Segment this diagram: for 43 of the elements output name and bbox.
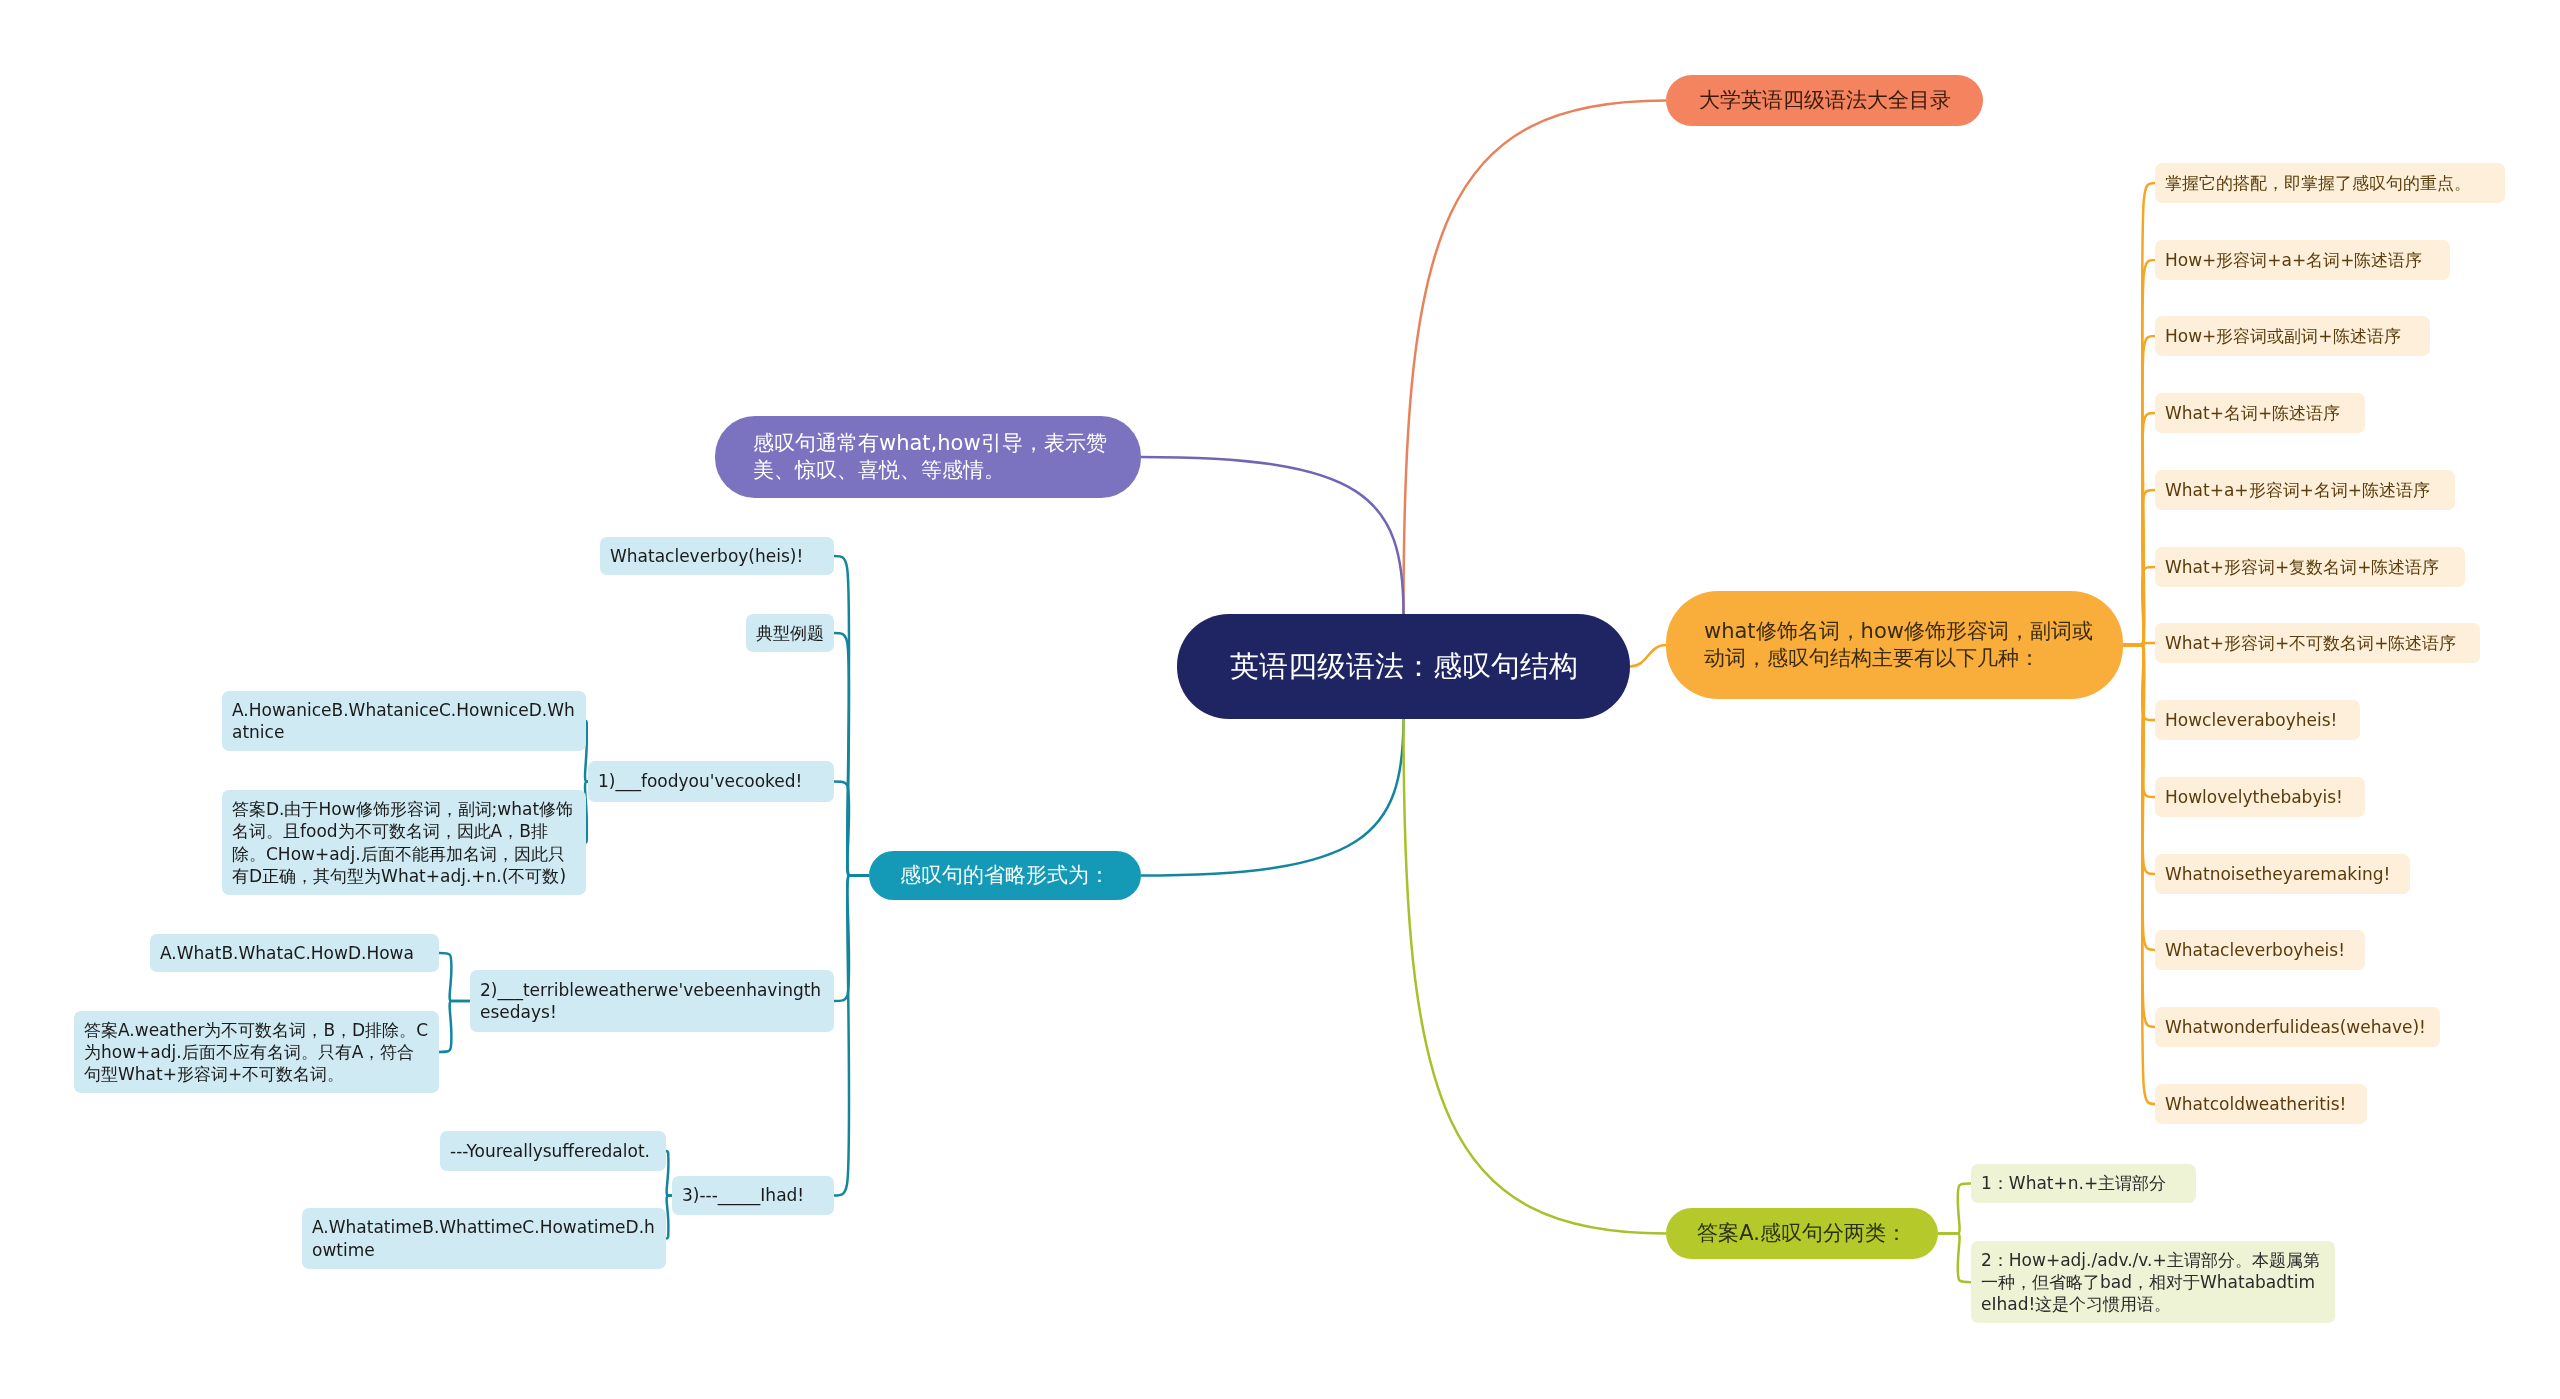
connector-line: [1141, 455, 1405, 615]
subtopic-box: Howlovelythebabyis!: [2155, 777, 2365, 817]
subtopic-box: 典型例题: [746, 614, 834, 652]
topic-pill: 答案A.感叹句分两类：: [1666, 1208, 1938, 1259]
subtopic-box: Whatacleverboy(heis)!: [600, 537, 834, 575]
connector-line: [583, 720, 589, 783]
subtopic-box: ---Youreallysufferedalot.: [440, 1131, 666, 1171]
subtopic-box: Whatnoisetheyaremaking!: [2155, 854, 2410, 894]
connector-line: [665, 1150, 672, 1197]
root-topic: 英语四级语法：感叹句结构: [1177, 614, 1630, 719]
connector-line: [665, 1194, 672, 1240]
connector-line: [1938, 1232, 1971, 1284]
subtopic-box: 答案A.weather为不可数名词，B，D排除。C为how+adj.后面不应有名词。只有A，符合句型What+形容词+不可数名词。: [74, 1011, 439, 1093]
subtopic-box: What+形容词+复数名词+陈述语序: [2155, 547, 2465, 587]
subtopic-box: A.HowaniceB.WhataniceC.HowniceD.Whatnice: [222, 691, 586, 751]
subtopic-box: Whatwonderfulideas(wehave)!: [2155, 1007, 2440, 1047]
subtopic-box: How+形容词或副词+陈述语序: [2155, 316, 2430, 356]
subtopic-box: 3)---_____Ihad!: [672, 1176, 834, 1215]
subtopic-box: What+名词+陈述语序: [2155, 393, 2365, 433]
connector-line: [2123, 643, 2156, 1106]
subtopic-box: 1)___foodyou'vecooked!: [588, 761, 834, 802]
topic-pill: 感叹句的省略形式为：: [869, 851, 1141, 900]
subtopic-box: A.WhatatimeB.WhattimeC.HowatimeD.howtime: [302, 1208, 666, 1269]
subtopic-box: What+形容词+不可数名词+陈述语序: [2155, 623, 2480, 663]
subtopic-box: 2：How+adj./adv./v.+主谓部分。本题属第一种，但省略了bad，相对于WhatabadtimeIhad!这是个习惯用语。: [1971, 1241, 2335, 1324]
topic-pill: 感叹句通常有what,how引导，表示赞美、惊叹、喜悦、等感情。: [715, 416, 1141, 498]
topic-pill: what修饰名词，how修饰形容词，副词或动词，感叹句结构主要有以下几种：: [1666, 591, 2123, 699]
subtopic-box: 掌握它的搭配，即掌握了感叹句的重点。: [2155, 163, 2505, 203]
subtopic-box: 1：What+n.+主谓部分: [1971, 1164, 2196, 1203]
subtopic-box: 答案D.由于How修饰形容词，副词;what修饰名词。且food为不可数名词，因此A，B排除。CHow+adj.后面不能再加名词，因此只有D正确，其句型为What+adj.+n.(不可数): [222, 790, 586, 895]
connector-line: [583, 780, 589, 843]
subtopic-box: What+a+形容词+名词+陈述语序: [2155, 470, 2455, 510]
connector-line: [439, 999, 470, 1054]
connector-line: [833, 874, 869, 1197]
subtopic-box: 2)___terribleweatherwe'vebeenhavingthesedays!: [470, 970, 834, 1032]
topic-pill: 大学英语四级语法大全目录: [1666, 75, 1983, 126]
subtopic-box: How+形容词+a+名词+陈述语序: [2155, 240, 2450, 280]
connector-line: [1402, 719, 1667, 1235]
subtopic-box: A.WhatB.WhataC.HowD.Howa: [150, 934, 439, 972]
subtopic-box: Whatacleverboyheis!: [2155, 930, 2365, 970]
subtopic-box: Howcleveraboyheis!: [2155, 700, 2360, 740]
subtopic-box: Whatcoldweatheritis!: [2155, 1084, 2367, 1124]
connector-line: [1629, 643, 1667, 668]
